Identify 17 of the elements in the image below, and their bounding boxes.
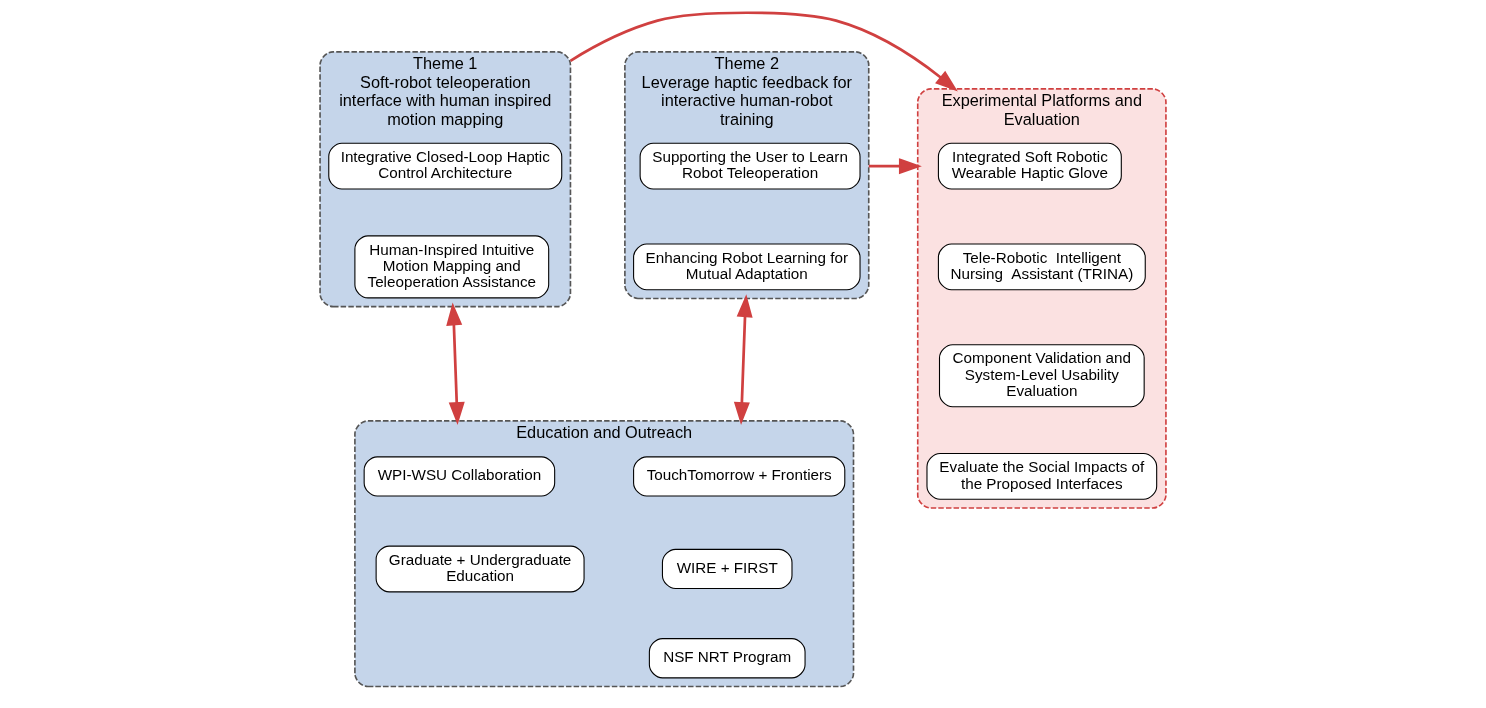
arrow — [868, 158, 922, 175]
node-box: Supporting the User to Learn Robot Teleoperation — [639, 142, 861, 190]
node-box: Graduate + Undergraduate Education — [375, 545, 585, 593]
node-box: Component Validation and System-Level Usability Evaluation — [938, 344, 1145, 408]
arrow — [733, 294, 753, 426]
node-box: TouchTomorrow + Frontiers — [633, 456, 846, 497]
node-box: Human-Inspired Intuitive Motion Mapping and Teleoperation Assistance — [354, 235, 550, 299]
arrow — [569, 11, 958, 92]
node-box: Integrated Soft Robotic Wearable Haptic Glove — [937, 142, 1122, 190]
node-box: Integrative Closed-Loop Haptic Control Architecture — [328, 142, 563, 190]
arrow — [446, 302, 465, 426]
node-box: Tele-Robotic Intelligent Nursing Assistant (TRINA) — [937, 243, 1146, 291]
node-box: Evaluate the Social Impacts of the Proposed Interfaces — [926, 453, 1158, 500]
node-box: WPI-WSU Collaboration — [363, 456, 556, 497]
node-box: WIRE + FIRST — [661, 548, 793, 590]
node-box: NSF NRT Program — [648, 638, 806, 679]
node-box: Enhancing Robot Learning for Mutual Adaptation — [633, 243, 861, 291]
